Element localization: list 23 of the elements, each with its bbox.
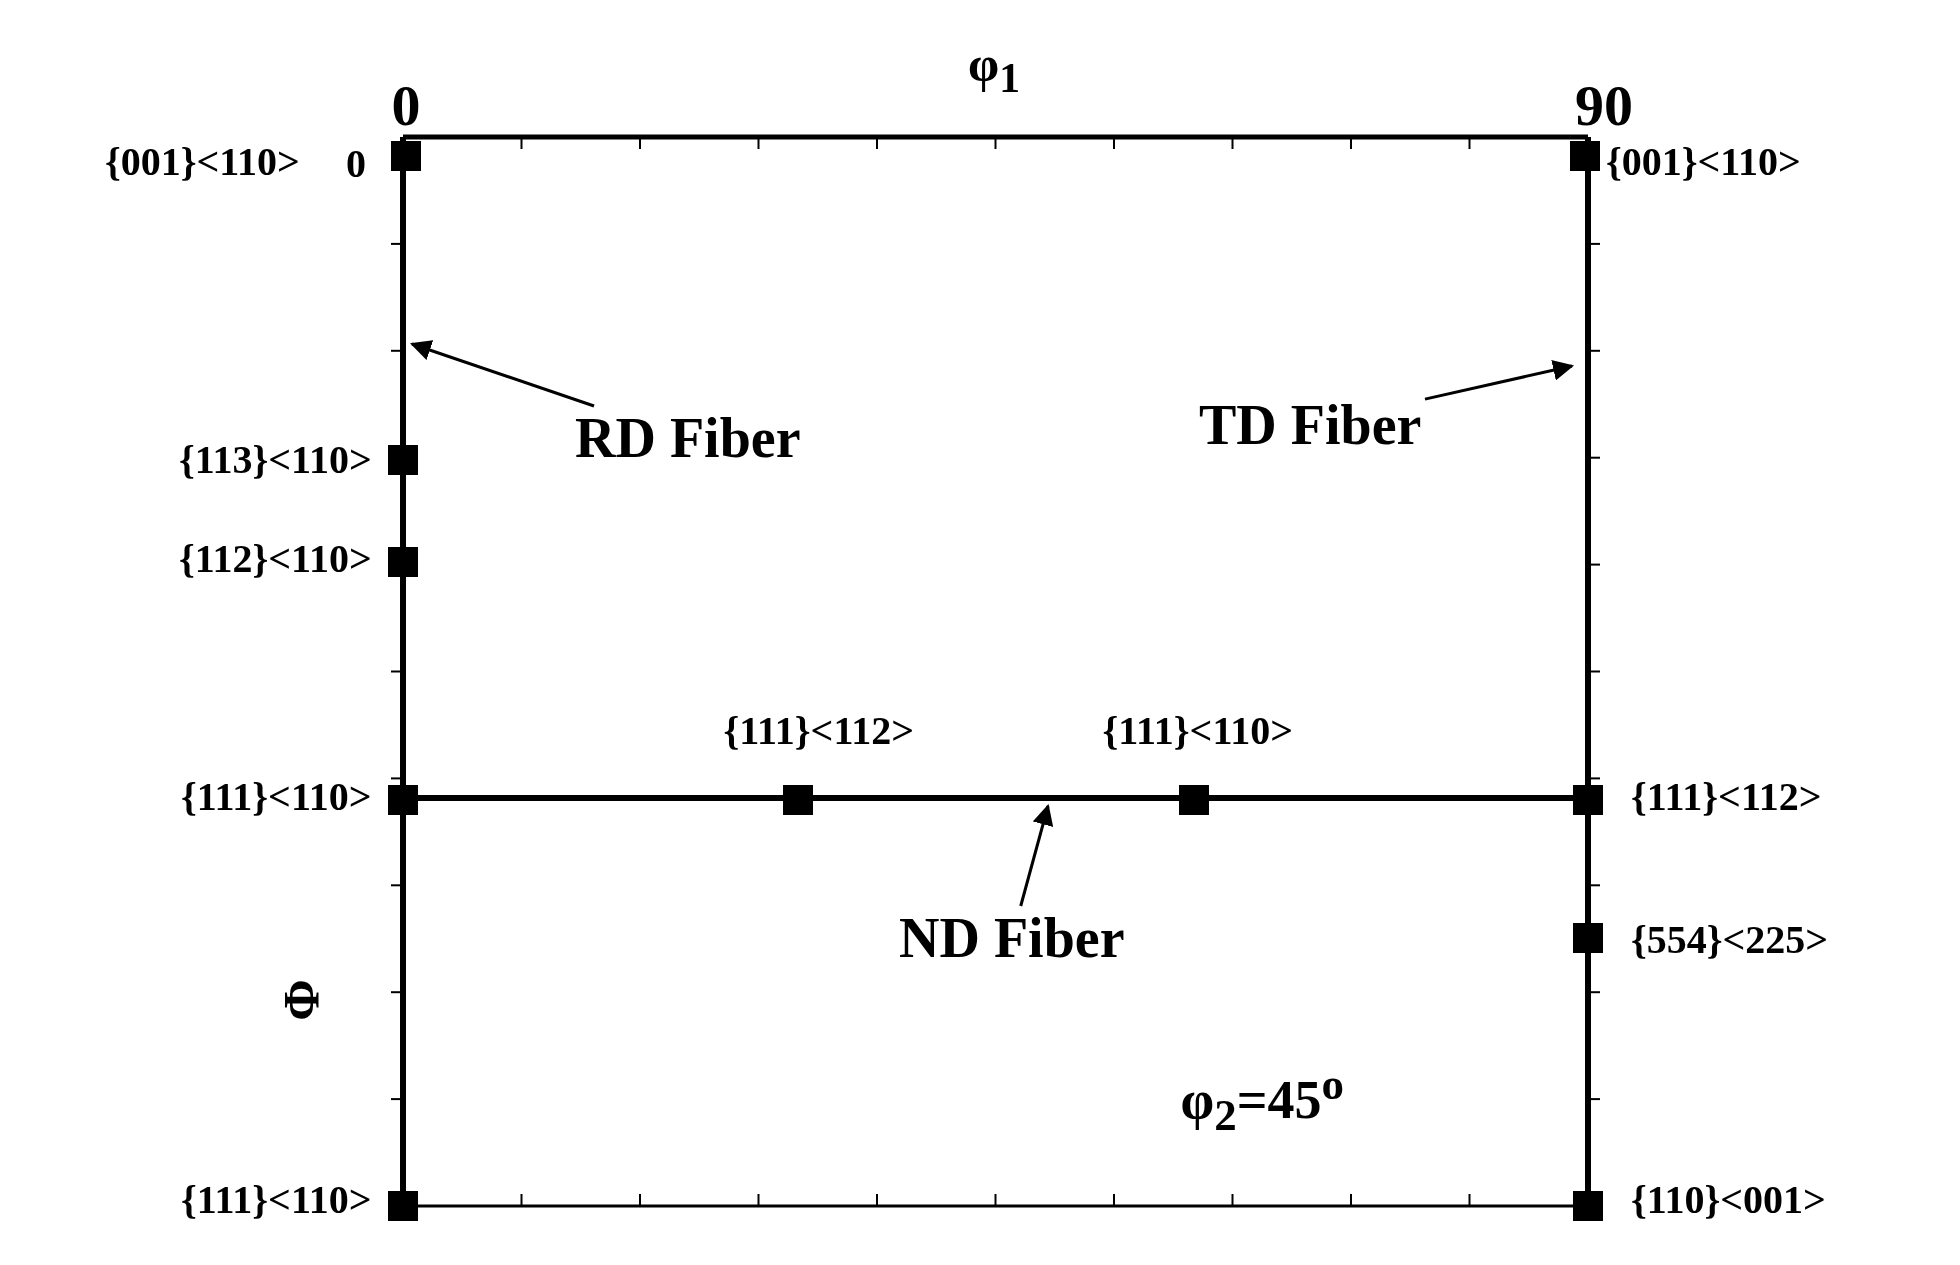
leader-arrow [410,340,595,408]
axis-label: Φ [275,979,326,1021]
axis-tick-label: 90 [1575,77,1633,135]
orientation-label: {111}<110> [181,1180,372,1220]
orientation-label: {111}<110> [181,777,372,817]
leader-arrow [1424,359,1575,401]
axis-label: φ$_{1}$ [968,38,1021,100]
leader-arrow [1019,803,1054,907]
orientation-label: {111}<112> [1631,777,1822,817]
orientation-label: {110}<001> [1631,1180,1826,1220]
orientation-label: {113}<110> [179,440,372,480]
axis-tick-label: 0 [391,77,421,135]
fiber-label: TD Fiber [1195,393,1426,457]
section-label: φ$_{2}$=45$^{o}$ [1180,1062,1344,1138]
orientation-label: {112}<110> [179,539,372,579]
fiber-label: RD Fiber [571,406,805,470]
orientation-label: {554}<225> [1631,920,1829,960]
orientation-label: {001}<110> [105,142,300,182]
orientation-label: {111}<110> [1102,711,1293,751]
orientation-label: {111}<112> [723,711,914,751]
orientation-label: {001}<110> [1606,142,1801,182]
axis-tick-label: 0 [346,144,366,184]
fiber-label: ND Fiber [895,906,1129,970]
